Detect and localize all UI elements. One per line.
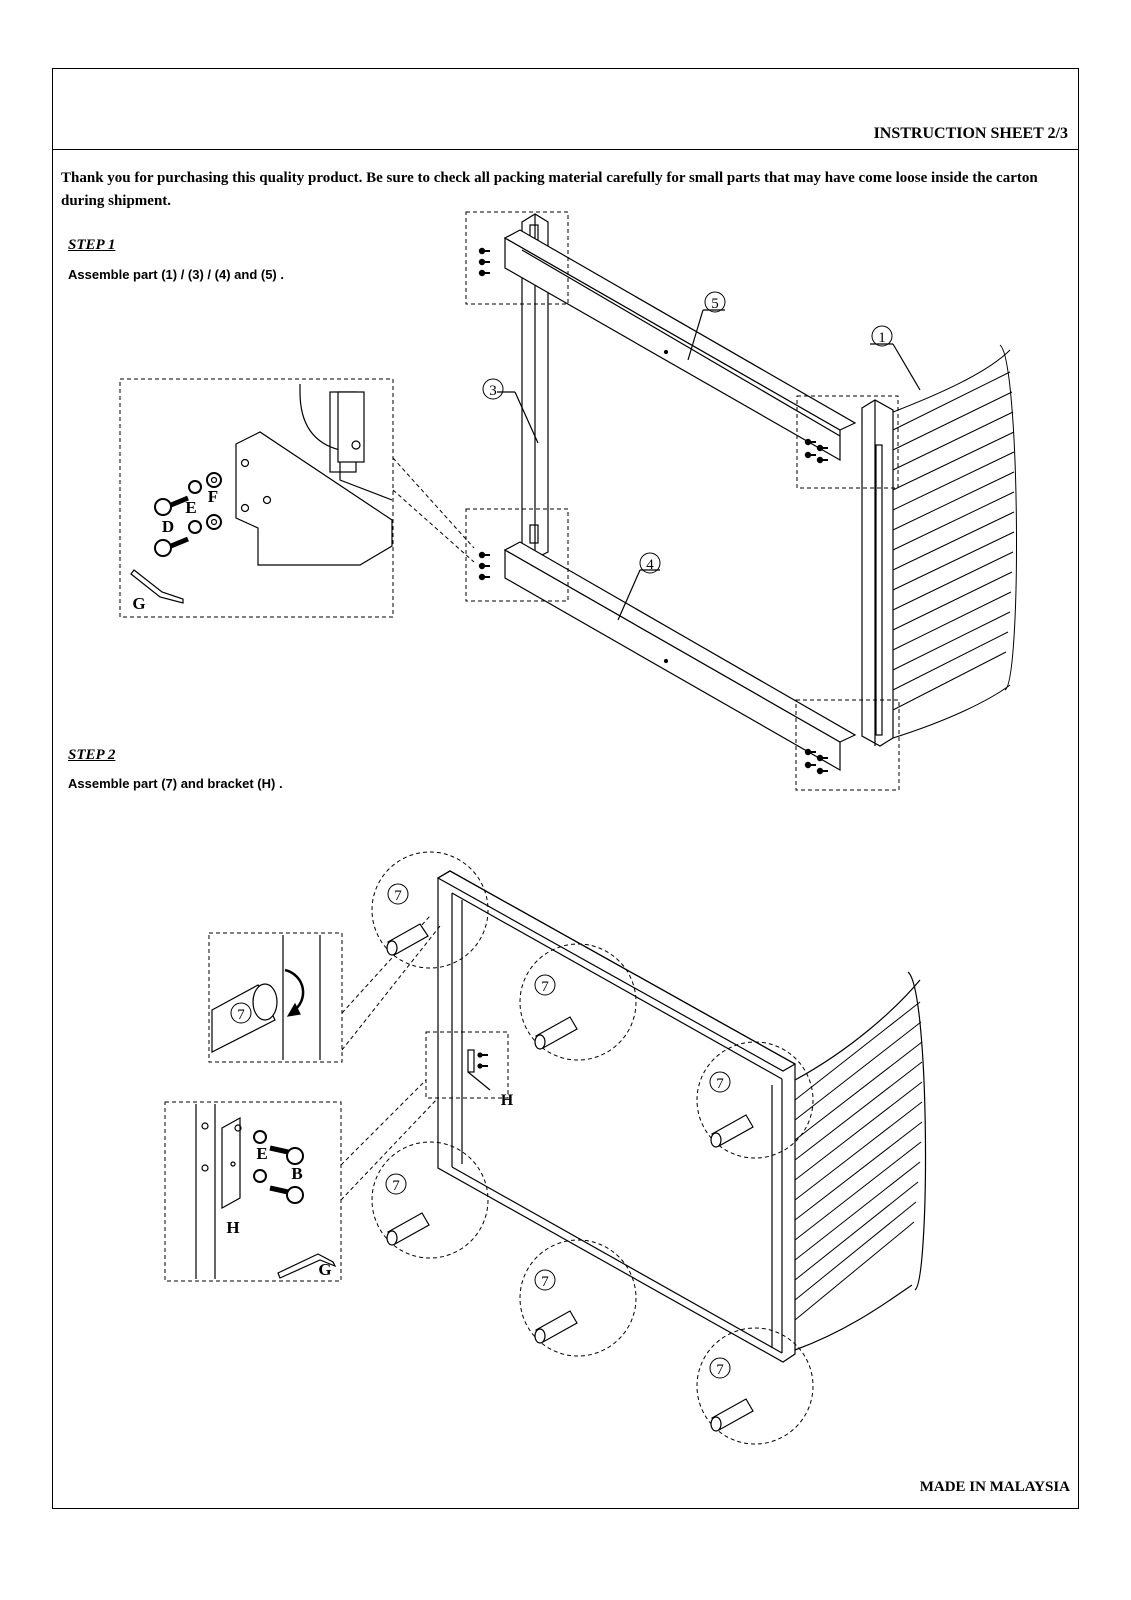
bracket-label-h-small: H xyxy=(501,1092,514,1109)
legs xyxy=(386,923,754,1432)
leg-label-closeup: 7 xyxy=(237,1007,245,1023)
step1-title: STEP 1 xyxy=(68,237,116,253)
step2-diagram xyxy=(164,851,927,1445)
step2-labels: 7 7 7 7 7 7 7 H E B H G xyxy=(226,883,731,1379)
step2-title: STEP 2 xyxy=(68,747,116,763)
step1-hardware-closeup xyxy=(130,384,393,604)
leg-label-5: 7 xyxy=(541,1274,549,1290)
footer-origin: MADE IN MALAYSIA xyxy=(919,1479,1070,1495)
bracket-label-h: H xyxy=(226,1218,239,1237)
leg-label-1: 7 xyxy=(394,888,402,904)
hardware-label-b: B xyxy=(291,1164,302,1183)
instruction-sheet: INSTRUCTION SHEET 2/3 Thank you for purc… xyxy=(52,68,1079,1509)
detail-box-bottom-left xyxy=(465,508,569,602)
detail-box-bottom-right xyxy=(795,699,900,791)
leg-label-2: 7 xyxy=(541,979,549,995)
leg-detail-circle-1 xyxy=(371,851,489,969)
hardware-label-e: E xyxy=(185,498,196,517)
step1-text: Assemble part (1) / (3) / (4) and (5) . xyxy=(68,267,284,282)
leg-detail-circle-4 xyxy=(371,1141,489,1259)
callout-part5: 5 xyxy=(711,296,719,312)
bracket-closeup xyxy=(195,1049,491,1279)
leg-closeup-box xyxy=(208,932,343,1063)
step1-labels: 5 1 3 4 F E D G xyxy=(132,291,893,613)
hardware-label-e2: E xyxy=(256,1144,267,1163)
hardware-label-g: G xyxy=(132,594,145,613)
callout-part1: 1 xyxy=(878,330,886,346)
bed-frame xyxy=(436,870,927,1363)
leg-label-4: 7 xyxy=(392,1178,400,1194)
callout-part3: 3 xyxy=(489,383,497,399)
part1-headboard xyxy=(861,344,1017,747)
leg-detail-circle-3 xyxy=(696,1041,814,1159)
step1-diagram xyxy=(119,211,1017,791)
hardware-detail-box xyxy=(119,378,394,618)
hardware-label-d: D xyxy=(162,517,174,536)
sheet-title: INSTRUCTION SHEET 2/3 xyxy=(873,125,1068,142)
leg-detail-circle-6 xyxy=(696,1327,814,1445)
leg-label-3: 7 xyxy=(716,1076,724,1092)
callout-part4: 4 xyxy=(646,557,654,573)
hardware-label-g2: G xyxy=(318,1260,331,1279)
detail-box-top-right xyxy=(796,395,899,489)
step2-text: Assemble part (7) and bracket (H) . xyxy=(68,776,283,791)
part5-rail xyxy=(503,229,857,462)
header-divider xyxy=(53,149,1078,150)
detail-box-top-left xyxy=(465,211,569,305)
bracket-closeup-box xyxy=(164,1101,342,1282)
leg-detail-circle-2 xyxy=(519,943,637,1061)
leg-label-6: 7 xyxy=(716,1362,724,1378)
part4-rail xyxy=(503,541,857,772)
leg-closeup xyxy=(211,935,321,1060)
intro-text: Thank you for purchasing this quality pr… xyxy=(61,170,1038,209)
bracket-detail-box xyxy=(425,1031,509,1099)
leg-detail-circle-5 xyxy=(519,1239,637,1357)
hardware-label-f: F xyxy=(208,487,218,506)
